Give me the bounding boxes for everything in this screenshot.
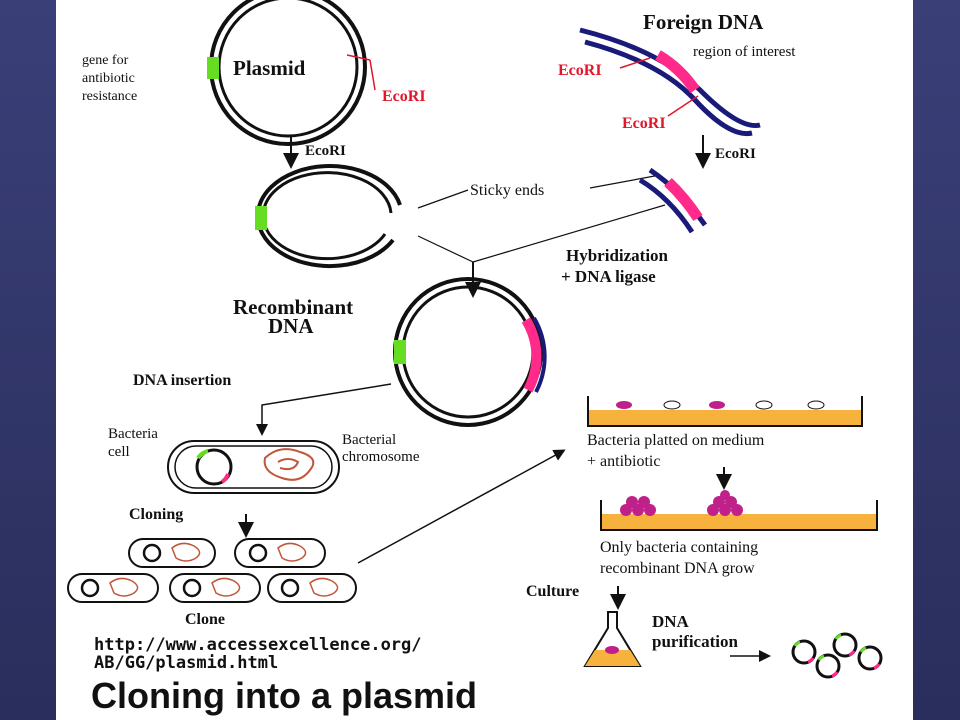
chromosome-label-line1: Bacterial [342,432,396,448]
region-of-interest-label: region of interest [693,44,796,60]
cloning-label: Cloning [129,506,183,523]
sticky-ends-pointer [589,174,661,189]
gene-label-line2: antibiotic [82,71,135,86]
bacteria-cell-icon [167,440,340,494]
hybridization-label: Hybridization [566,246,669,265]
platted-label-line2: + antibiotic [587,453,660,470]
resistance-gene-marker [394,340,406,364]
colony-cluster [707,490,743,516]
dna-ligase-label: + DNA ligase [561,267,656,286]
recombinant-plasmid [393,277,547,427]
only-bacteria-label-line1: Only bacteria containing [600,539,758,556]
sticky-ends-pointer [417,189,469,209]
clone-cell [267,573,357,603]
antibiotic-plate [587,396,863,427]
ecori-cut-label: EcoRI [305,143,346,159]
chromosome-label-line2: chromosome [342,449,420,465]
recombinant-label-line2: DNA [268,314,314,338]
dna-insert-fragment [638,167,708,234]
plasmid-circle [207,0,376,146]
purification-label-line2: purification [652,632,738,651]
sticky-ends-label: Sticky ends [470,182,544,199]
clone-cells [67,538,357,603]
clone-cell [128,538,216,568]
ecori-foreign-label-bottom: EcoRI [622,115,666,132]
dna-insertion-label: DNA insertion [133,372,231,389]
clone-cell [67,573,159,603]
flask-icon [583,611,642,667]
gene-label-line1: gene for [82,53,129,68]
plasmid-label: Plasmid [233,56,306,80]
culture-label: Culture [526,583,579,600]
arrow-to-plate [357,449,566,564]
only-bacteria-label-line2: recombinant DNA grow [600,560,755,577]
foreign-dna-strands [579,27,761,137]
selective-plate [600,490,878,531]
resistance-gene-marker [207,57,219,79]
clone-label: Clone [185,611,225,628]
ecori-foreign-cut-label: EcoRI [715,146,756,162]
source-url-line1: http://www.accessexcellence.org/ [94,635,422,655]
diagram-sheet [56,0,913,720]
arrow-down-icon [256,383,392,436]
ecori-foreign-label-top: EcoRI [558,62,602,79]
gene-label-line3: resistance [82,89,137,104]
opened-plasmid [255,164,402,269]
right-background-strip [913,0,960,720]
slide-title: Cloning into a plasmid [91,675,477,716]
platted-label-line1: Bacteria platted on medium [587,432,765,449]
foreign-dna-label: Foreign DNA [643,10,764,34]
recombinant-label-line1: Recombinant [233,295,353,319]
left-background-strip [0,0,56,720]
bacteria-cell-label-line2: cell [108,444,130,460]
purified-plasmids [791,632,883,679]
clone-cell [169,573,261,603]
bacteria-cell-label-line1: Bacteria [108,426,158,442]
clone-cell [234,538,326,568]
resistance-gene-marker [255,206,267,230]
source-url-line2: AB/GG/plasmid.html [94,653,278,673]
purification-label-line1: DNA [652,612,690,631]
ecori-plasmid-label: EcoRI [382,88,426,105]
colony-cluster [620,496,656,516]
